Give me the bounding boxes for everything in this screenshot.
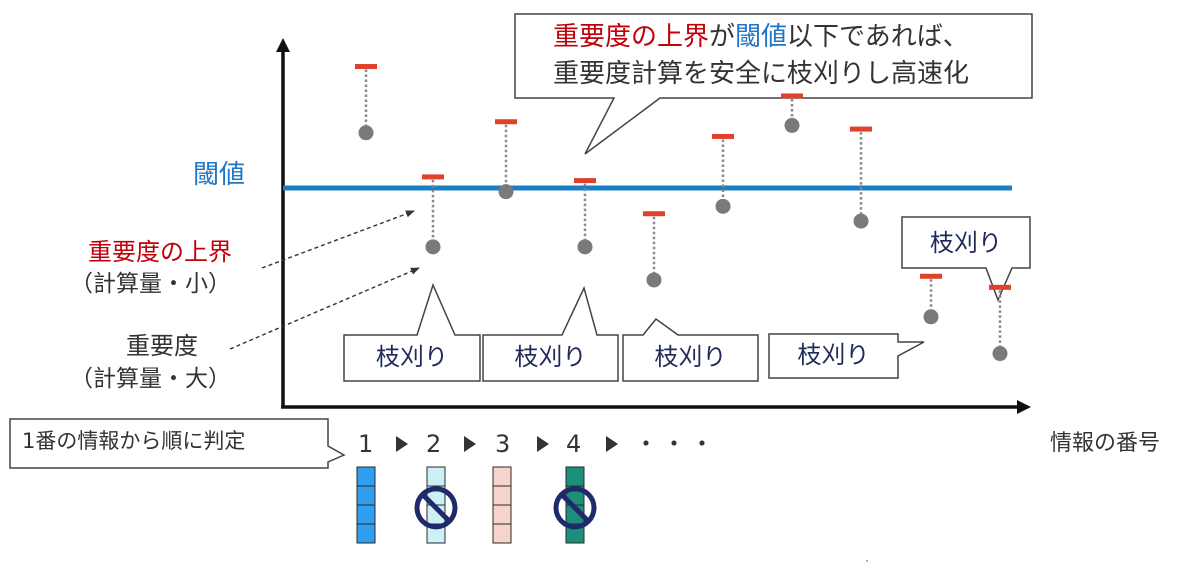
info-block-cell [565,466,585,487]
forbidden-icon [414,486,458,530]
data-points [355,64,1011,362]
prune-label-2: 枝刈り [514,343,587,371]
prune-callout-1 [343,282,481,382]
importance-point [646,272,662,288]
info-block-cell [492,523,512,544]
prune-callout-4 [768,333,925,379]
importance-point [715,198,731,214]
importance-point [425,239,441,255]
info-block-cell [356,485,376,506]
prune-label-3: 枝刈り [654,343,727,371]
info-block-cell [492,485,512,506]
callout-segment-3: 以下であれば、 [787,22,969,52]
callout-segment-1: が [709,22,736,52]
upper-bound-sublabel: （計算量・小） [70,271,231,297]
prune-callout-5 [901,216,1031,302]
info-number-3: 3 [495,430,511,458]
info-blocks [356,466,597,544]
upper-bound-leader [261,210,415,269]
top-callout-bubble [514,13,1033,155]
upper-bound-marker [781,93,803,99]
upper-bound-marker [495,119,517,125]
upper-bound-marker [355,64,377,70]
info-number-4: 4 [566,430,582,458]
step-triangle [464,436,476,452]
importance-sublabel: （計算量・大） [70,366,231,392]
upper-bound-marker [989,284,1011,290]
prune-callout-2 [482,285,619,382]
threshold-label: 閾値 [193,160,246,190]
stray-dot [866,560,868,562]
upper-bound-marker [920,273,942,279]
forbidden-slash [560,493,590,523]
step-triangle [606,436,618,452]
callout-segment-0: 重要度の上界 [553,22,710,52]
forbidden-slash [421,493,451,523]
info-block-cell [492,504,512,525]
upper-bound-marker [850,126,872,132]
info-block-cell [356,523,376,544]
info-block-cell [492,466,512,487]
info-block-cell [426,466,446,487]
step-triangle [537,436,549,452]
info-block-cell [356,466,376,487]
upper-bound-marker [643,211,665,217]
x-axis-label: 情報の番号 [1050,431,1161,456]
info-ellipsis: ・・・ [634,430,718,458]
forbidden-icon [553,486,597,530]
prune-label-4: 枝刈り [797,341,870,369]
prune-label-1: 枝刈り [376,343,448,371]
step-triangle [396,436,408,452]
order-label: 1番の情報から順に判定 [22,429,246,453]
upper-bound-marker [574,178,596,184]
importance-point [992,346,1008,362]
order-callout-bubble [9,418,346,469]
importance-point [853,213,869,229]
prune-callout-3 [622,317,759,382]
upper-bound-marker [422,174,444,180]
top-callout-line1: 重要度の上界が閾値以下であれば、 [553,24,969,50]
info-block-cell [356,504,376,525]
importance-point [577,239,593,255]
info-number-1: 1 [358,430,374,458]
callout-segment-2: 閾値 [735,22,788,52]
upper-bound-label: 重要度の上界 [88,238,232,266]
importance-leader [229,267,420,350]
prune-label-5: 枝刈り [930,229,1002,257]
importance-point [784,117,800,133]
top-callout-line2: 重要度計算を安全に枝刈りし高速化 [553,59,970,89]
info-number-2: 2 [426,430,442,458]
importance-point [498,184,514,200]
upper-bound-marker [712,133,734,139]
importance-point [923,309,939,325]
importance-point [358,125,374,141]
importance-label: 重要度 [126,332,198,360]
